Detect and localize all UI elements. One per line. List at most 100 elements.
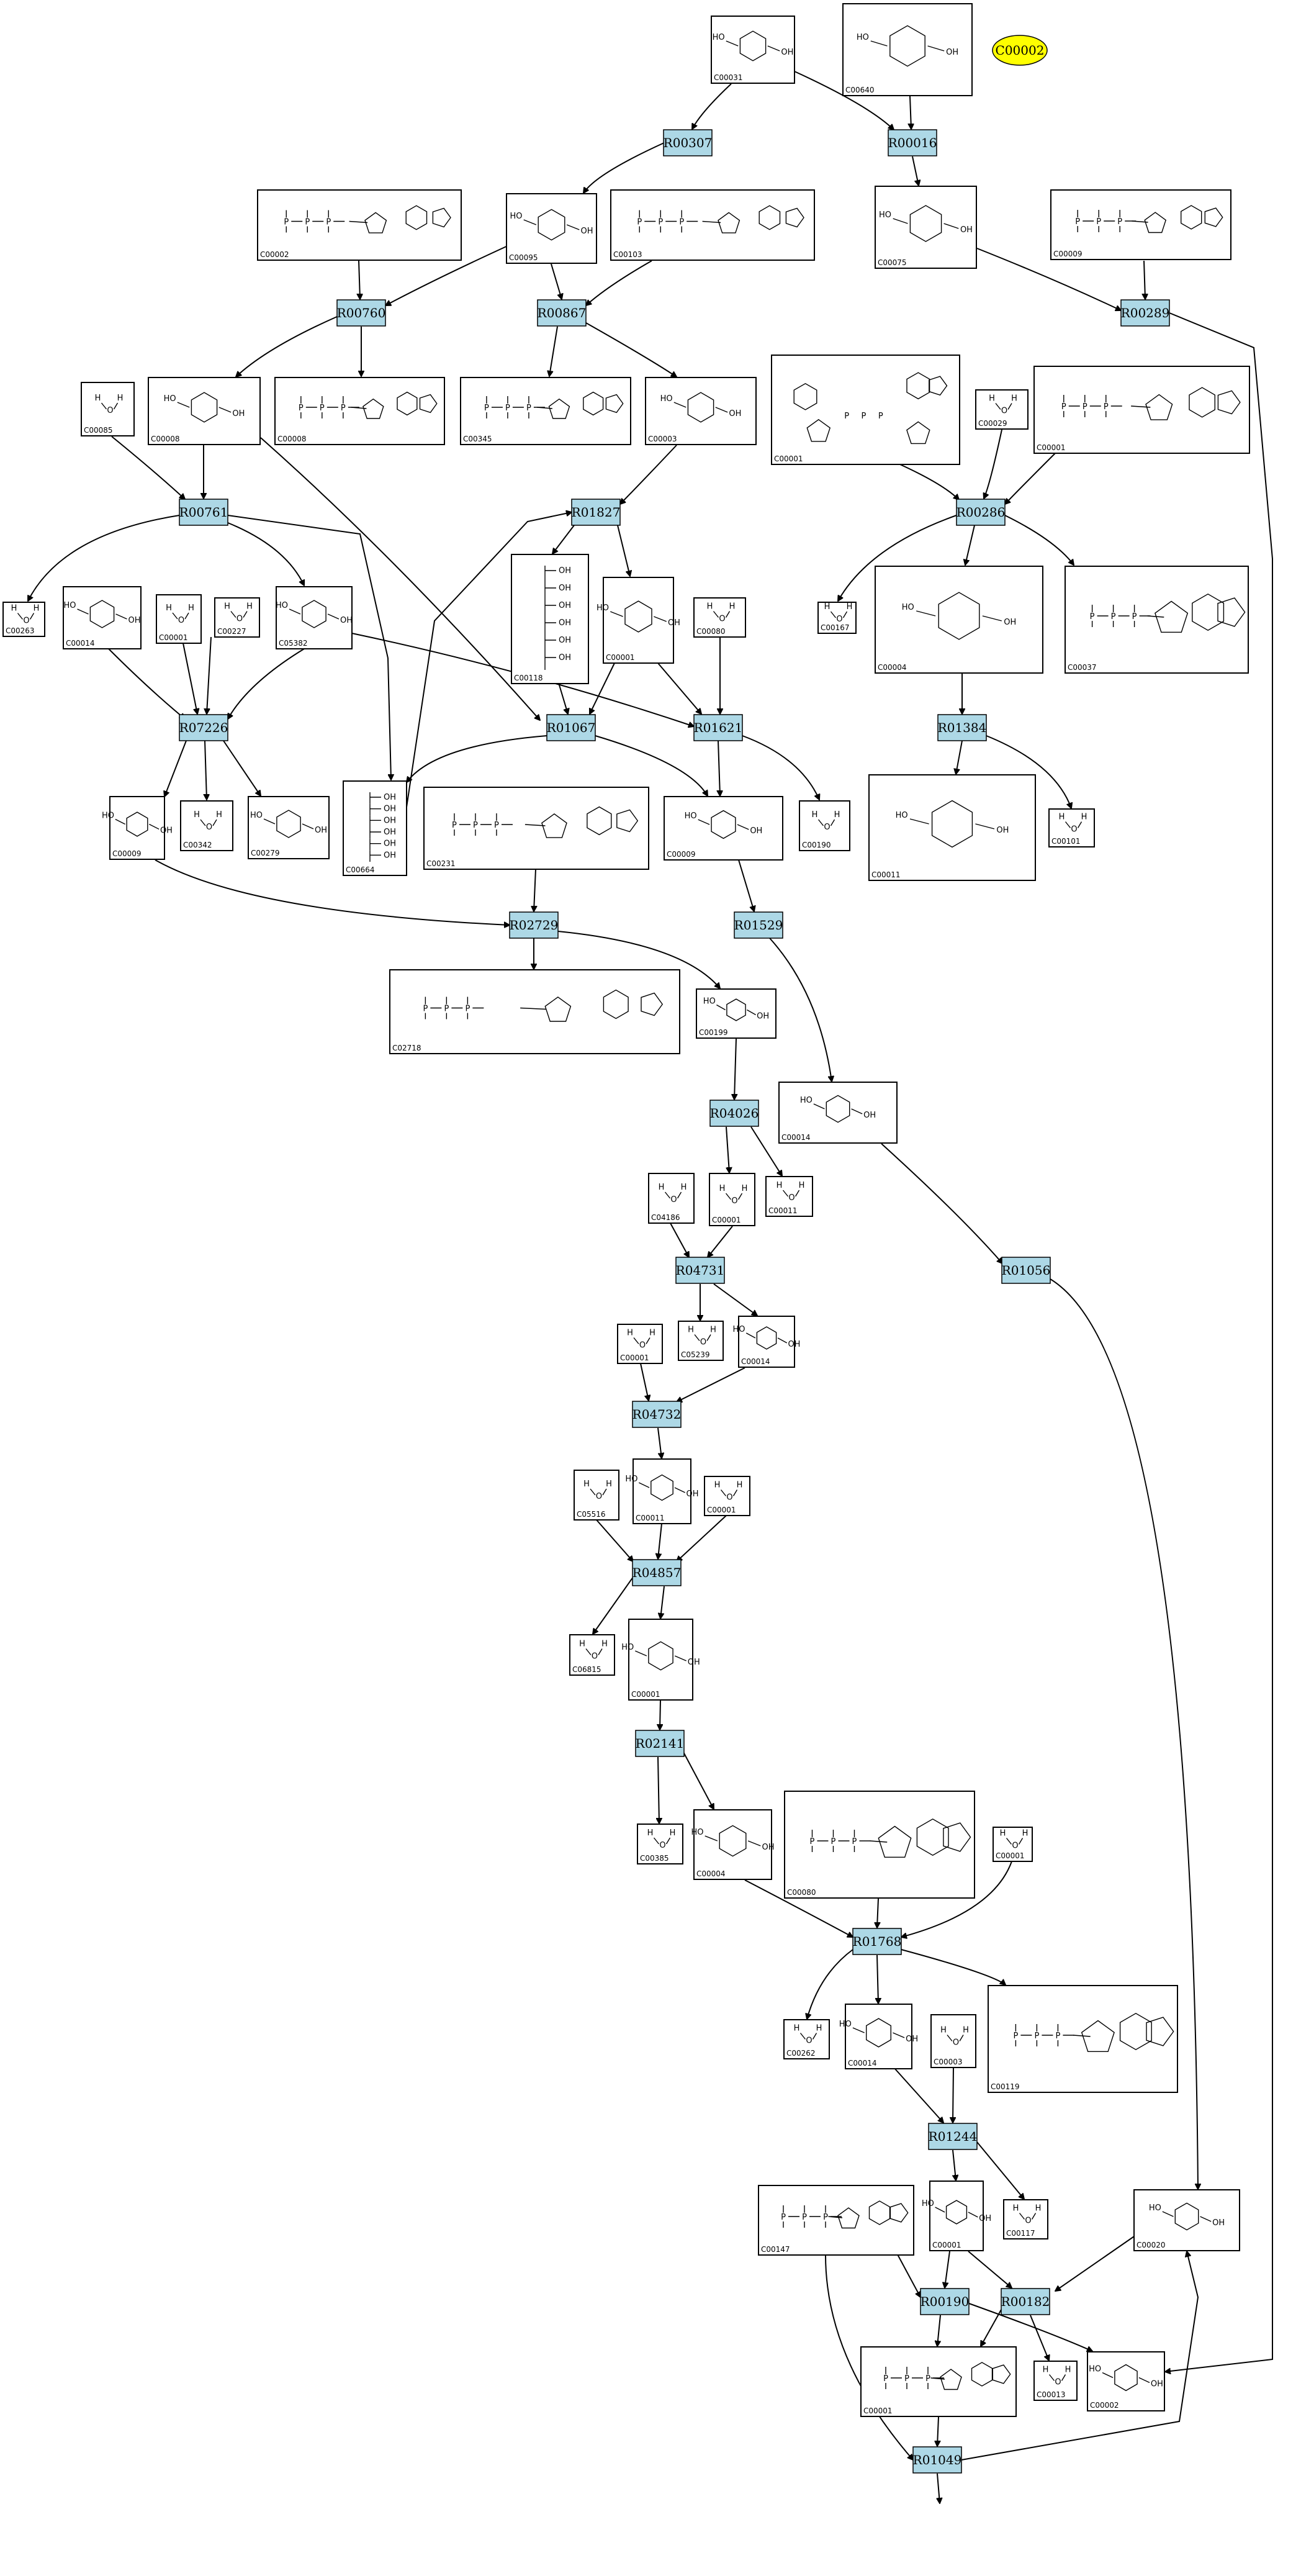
atom-label: H bbox=[794, 2024, 800, 2033]
bond bbox=[1131, 405, 1151, 408]
reaction-r07226[interactable]: R07226 bbox=[179, 714, 228, 741]
reaction-r00182[interactable]: R00182 bbox=[1001, 2288, 1050, 2315]
reaction-r00190[interactable]: R00190 bbox=[920, 2288, 970, 2315]
reaction-r04857[interactable]: R04857 bbox=[632, 1559, 682, 1586]
highlight-ellipse[interactable] bbox=[992, 35, 1048, 66]
pathway-arrow bbox=[877, 1955, 878, 2004]
reaction-r00307[interactable]: R00307 bbox=[663, 129, 713, 156]
reaction-r01827[interactable]: R01827 bbox=[571, 499, 621, 526]
compound-id-label: C05239 bbox=[681, 1350, 710, 1359]
compound-id-label: C00001 bbox=[863, 2407, 893, 2415]
reaction-r02729[interactable]: R02729 bbox=[509, 911, 559, 939]
atom-label: OH bbox=[960, 225, 973, 235]
reaction-r04026[interactable]: R04026 bbox=[709, 1100, 759, 1127]
reaction-r00867[interactable]: R00867 bbox=[537, 299, 587, 327]
reaction-r00016[interactable]: R00016 bbox=[888, 129, 937, 156]
bond bbox=[1162, 2211, 1174, 2217]
reaction-r04731[interactable]: R04731 bbox=[675, 1257, 725, 1284]
reaction-r00289[interactable]: R00289 bbox=[1120, 299, 1170, 327]
reaction-r01049[interactable]: R01049 bbox=[912, 2446, 962, 2474]
reaction-r04732[interactable]: R04732 bbox=[632, 1401, 682, 1428]
reaction-r01768[interactable]: R01768 bbox=[852, 1928, 902, 1955]
reaction-r01529[interactable]: R01529 bbox=[734, 911, 783, 939]
bond bbox=[767, 45, 780, 52]
reaction-r01384[interactable]: R01384 bbox=[937, 714, 987, 741]
reaction-r01056[interactable]: R01056 bbox=[1001, 1257, 1051, 1284]
reaction-r01621[interactable]: R01621 bbox=[693, 714, 743, 741]
reaction-r01067[interactable]: R01067 bbox=[546, 714, 596, 741]
reaction-r02141[interactable]: R02141 bbox=[635, 1730, 685, 1757]
reaction-r00760[interactable]: R00760 bbox=[336, 299, 386, 327]
bond bbox=[716, 1004, 726, 1011]
reaction-r00286[interactable]: R00286 bbox=[956, 499, 1006, 526]
reaction-r00761[interactable]: R00761 bbox=[179, 499, 228, 526]
atom-label: H bbox=[117, 394, 124, 403]
reaction-r01244[interactable]: R01244 bbox=[928, 2123, 978, 2150]
